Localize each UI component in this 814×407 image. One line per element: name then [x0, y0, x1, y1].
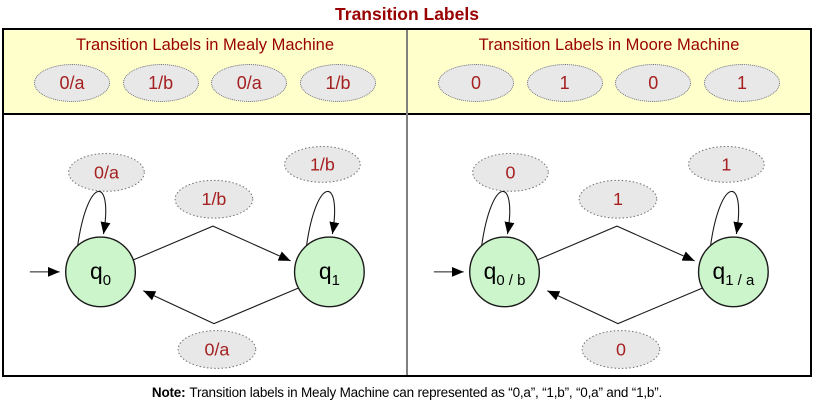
- transition-arrow-q0-to-q1: [133, 225, 291, 262]
- moore-state-diagram: 0 1 1 0 q0 / b q1 / a: [433, 145, 769, 369]
- moore-diagram-area: 0 1 1 0 q0 / b q1 / a: [408, 115, 810, 375]
- moore-header-title: Transition Labels in Moore Machine: [478, 36, 740, 54]
- top-transition-label-ellipse: [578, 179, 658, 219]
- state-label-q1: q1: [319, 258, 340, 289]
- top-transition-label-ellipse: [174, 179, 254, 219]
- mealy-state-diagram: 0/a 1/b 1/b 0/a q0 q1: [29, 145, 365, 369]
- transition-label-ellipse: 0: [438, 64, 514, 102]
- bottom-transition-label: 0: [616, 339, 626, 359]
- state-circle-q1a: [697, 236, 769, 308]
- footnote-text: Transition labels in Mealy Machine can r…: [189, 385, 663, 400]
- mealy-label-row: 0/a 1/b 0/a 1/b: [4, 55, 406, 102]
- mealy-header-title: Transition Labels in Mealy Machine: [75, 36, 334, 54]
- comparison-table: Transition Labels in Mealy Machine 0/a 1…: [2, 28, 812, 377]
- footnote: Note:Transition labels in Mealy Machine …: [0, 377, 814, 407]
- panel-moore: Transition Labels in Moore Machine 0 1 0…: [406, 30, 810, 375]
- state-label-q0b: q0 / b: [484, 258, 526, 289]
- transition-arrow-q1-to-q0: [547, 286, 706, 325]
- self-loop-label: 1/b: [310, 154, 335, 174]
- self-loop-arrow-q1: [709, 190, 744, 247]
- transition-label-ellipse: 1/b: [122, 64, 199, 102]
- self-loop-arrow-q0: [77, 190, 111, 247]
- state-circle-q1: [293, 236, 365, 308]
- state-circle-q0: [64, 236, 137, 308]
- transition-label-ellipse: 1: [703, 64, 780, 102]
- transition-arrow-q1-to-q0: [143, 286, 302, 325]
- bottom-transition-label: 0/a: [204, 339, 229, 359]
- self-loop-label: 0/a: [94, 162, 119, 182]
- panel-mealy: Transition Labels in Mealy Machine 0/a 1…: [4, 30, 406, 375]
- footnote-label: Note:: [151, 385, 186, 400]
- bottom-transition-label-ellipse: [177, 330, 257, 369]
- moore-label-row: 0 1 0 1: [408, 55, 810, 102]
- mealy-header: Transition Labels in Mealy Machine 0/a 1…: [4, 30, 406, 115]
- self-loop-arrow-q1: [305, 190, 340, 247]
- state-circle-q0b: [468, 236, 541, 308]
- self-loop-label-ellipse: [472, 152, 549, 192]
- moore-header: Transition Labels in Moore Machine 0 1 0…: [408, 30, 810, 115]
- transition-label-ellipse: 0/a: [211, 64, 288, 102]
- self-loop-label: 1: [721, 154, 731, 174]
- state-label-q0: q0: [90, 258, 111, 289]
- state-label-q1a: q1 / a: [713, 258, 755, 289]
- top-transition-label: 1/b: [202, 189, 227, 209]
- self-loop-label-ellipse: [68, 152, 145, 192]
- transition-label-ellipse: 1/b: [299, 64, 376, 102]
- top-transition-label: 1: [613, 189, 623, 209]
- self-loop-label-ellipse: [688, 145, 765, 183]
- self-loop-label: 0: [506, 162, 516, 182]
- mealy-diagram-area: 0/a 1/b 1/b 0/a q0 q1: [4, 115, 406, 375]
- bottom-transition-label-ellipse: [581, 330, 661, 369]
- transition-label-ellipse: 0: [615, 64, 692, 102]
- self-loop-label-ellipse: [284, 145, 361, 183]
- transition-label-ellipse: 0/a: [34, 64, 110, 102]
- transition-label-ellipse: 1: [526, 64, 603, 102]
- page-title: Transition Labels: [335, 4, 479, 24]
- transition-arrow-q0-to-q1: [537, 225, 695, 262]
- self-loop-arrow-q0: [481, 190, 515, 247]
